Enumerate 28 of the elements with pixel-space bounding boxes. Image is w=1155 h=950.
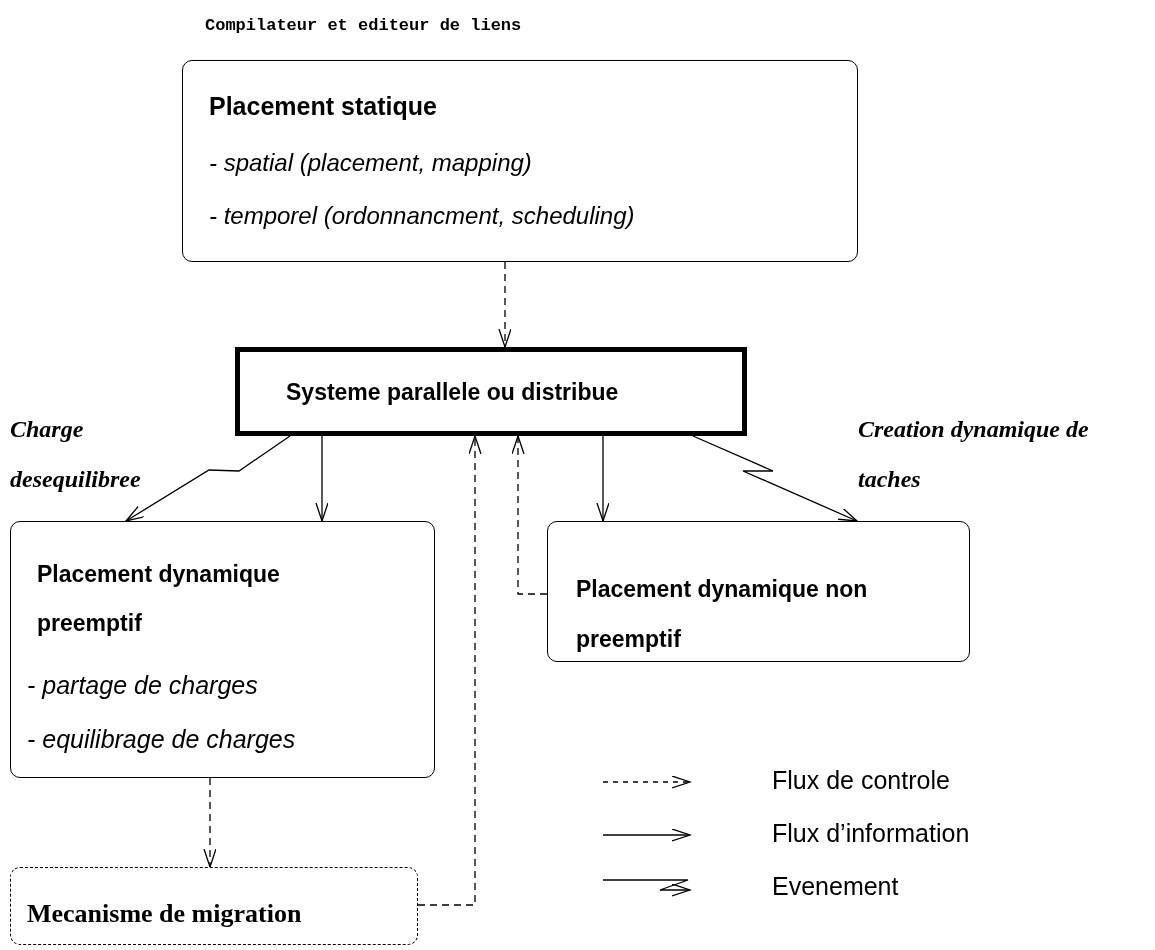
list-item: - equilibrage de charges bbox=[27, 724, 296, 754]
zigzag-arrow bbox=[692, 435, 858, 522]
arrow bbox=[596, 435, 610, 522]
edge-label: Creation dynamique de taches bbox=[858, 415, 1090, 494]
legend-label: Flux de controle bbox=[772, 766, 950, 795]
dashed-arrow bbox=[203, 777, 217, 868]
dashed-arrow bbox=[498, 261, 512, 348]
box-heading: Placement dynamique non preemptif bbox=[576, 575, 869, 654]
legend-label: Flux d’information bbox=[772, 819, 970, 848]
box-heading: Mecanisme de migration bbox=[27, 898, 302, 930]
dashed-arrow bbox=[511, 435, 548, 595]
list-item: - temporel (ordonnancment, scheduling) bbox=[209, 202, 635, 231]
arrow bbox=[315, 435, 329, 522]
box-heading: Placement dynamique preemptif bbox=[37, 560, 281, 638]
list-item: - partage de charges bbox=[27, 670, 258, 700]
process-box bbox=[182, 60, 858, 262]
dashed-arrow bbox=[417, 435, 482, 906]
process-box bbox=[547, 521, 970, 662]
list-item: - spatial (placement, mapping) bbox=[209, 149, 532, 178]
caption-text: Compilateur et editeur de liens bbox=[205, 16, 522, 35]
box-heading: Placement statique bbox=[209, 91, 437, 121]
edge-label: Charge desequilibree bbox=[10, 415, 142, 494]
zigzag-arrow bbox=[125, 435, 291, 522]
dashed-process-box bbox=[10, 867, 418, 945]
legend-label: Evenement bbox=[772, 872, 899, 901]
system-box bbox=[235, 347, 747, 436]
box-heading: Systeme parallele ou distribue bbox=[286, 379, 619, 407]
process-box bbox=[10, 521, 435, 778]
